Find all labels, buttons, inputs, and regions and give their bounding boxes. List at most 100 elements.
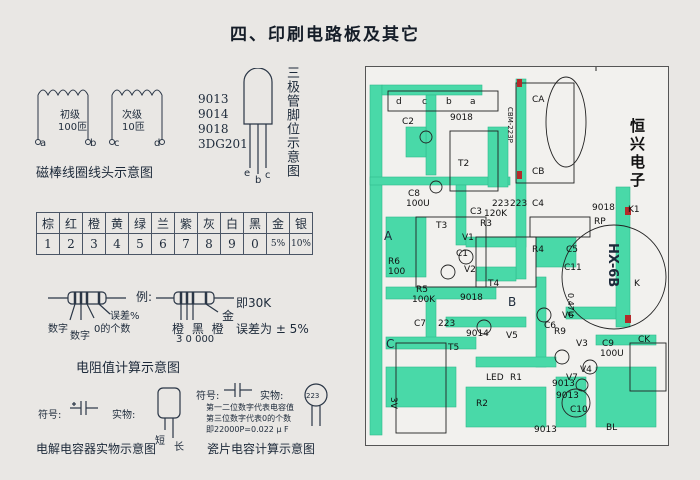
pcb-label-v7: V7 xyxy=(566,373,578,383)
pcb-label-r1: R1 xyxy=(510,373,522,383)
pcb-label-bl: BL xyxy=(606,423,618,433)
color-cell: 白 xyxy=(220,212,244,234)
ceramic-note-2: 第三位数字代表0的个数 xyxy=(206,414,292,423)
example-label: 例: xyxy=(136,290,153,304)
value-cell: 5 xyxy=(128,233,152,255)
color-cell: 银 xyxy=(289,212,313,234)
pcb-label-c-big: C xyxy=(386,337,395,351)
transistor-icon xyxy=(243,68,273,174)
transistor-caption: 三极管脚位示意图 xyxy=(284,66,299,178)
pcb-label-a-big: A xyxy=(384,229,393,243)
color-cell: 棕 xyxy=(36,212,60,234)
ceramic-capacitor-icon xyxy=(304,383,328,426)
short-lead-label: 短 xyxy=(155,436,165,447)
example-digits: 3 0 000 xyxy=(176,334,215,345)
long-lead-label: 长 xyxy=(174,442,184,453)
pcb-label-223: 223 xyxy=(492,199,510,209)
pcb-label-9018a: 9018 xyxy=(450,113,473,123)
pcb-label-c2: C2 xyxy=(402,117,415,127)
transistor-models: 9013 9014 9018 3DG201 xyxy=(198,92,248,152)
pcb-label-9013c: 9013 xyxy=(534,425,557,435)
pin-c: c xyxy=(265,170,271,181)
pcb-label-led: LED xyxy=(486,373,504,383)
pcb-layout: 恒兴电子 HX-6B d c b a CA CB C8 100U T2 CBM-… xyxy=(365,66,669,446)
pcb-label-c4-value: 223 xyxy=(510,199,528,209)
result-value: 即30K xyxy=(236,296,272,310)
color-code-table: 棕 红 橙 黄 绿 兰 紫 灰 白 黑 金 银 1 2 3 4 5 6 7 8 … xyxy=(36,212,313,255)
pcb-label-9014: 9014 xyxy=(466,329,489,339)
pcb-label-t3: T3 xyxy=(436,221,448,231)
color-cell: 红 xyxy=(59,212,83,234)
secondary-label: 次级 xyxy=(122,110,142,121)
ceramic-real-label: 实物: xyxy=(260,391,284,402)
pcb-label-b-big: B xyxy=(508,295,517,309)
pcb-label-c1: C1 xyxy=(456,249,469,259)
pcb-label-k: K xyxy=(634,279,640,289)
color-cell: 橙 xyxy=(82,212,106,234)
pcb-label-k1: K1 xyxy=(628,205,640,215)
pcb-label-c9: C9 xyxy=(602,339,615,349)
pcb-brand: 恒兴电子 xyxy=(630,117,646,189)
label-zeros: 0的个数 xyxy=(94,324,131,335)
pcb-label-cb: CB xyxy=(532,167,545,177)
resistor-icon xyxy=(48,291,126,321)
pcb-label-v3: V3 xyxy=(576,339,588,349)
primary-turns: 100匝 xyxy=(58,122,88,133)
terminal-d: d xyxy=(154,138,161,149)
color-cell: 金 xyxy=(266,212,290,234)
pcb-label-9013a: 9013 xyxy=(552,379,575,389)
pcb-label-r5: R5 xyxy=(416,285,428,295)
pcb-label-c8-value: 100U xyxy=(406,199,430,209)
color-row: 棕 红 橙 黄 绿 兰 紫 灰 白 黑 金 银 xyxy=(36,212,313,234)
pcb-label-d: d xyxy=(396,97,402,107)
coil-drawing xyxy=(35,89,165,145)
terminal-c: c xyxy=(114,138,120,149)
pcb-label-v5: V5 xyxy=(506,331,518,341)
color-cell: 紫 xyxy=(174,212,198,234)
value-cell: 5% xyxy=(266,233,290,255)
pcb-label-c9-value: 100U xyxy=(600,349,624,359)
page-title: 四、印刷电路板及其它 xyxy=(230,25,420,45)
model-9014: 9014 xyxy=(198,107,229,121)
electrolytic-symbol-label: 符号: xyxy=(38,410,62,421)
primary-label: 初级 xyxy=(60,110,80,121)
pcb-label-c5: C5 xyxy=(566,245,579,255)
pcb-label-cbm: CBM-223P xyxy=(506,107,514,143)
result-tolerance: 误差为 ± 5% xyxy=(236,322,309,336)
pcb-label-v1: V1 xyxy=(462,233,474,243)
pcb-label-c10: C10 xyxy=(570,405,588,415)
pcb-label-r3: R3 xyxy=(480,219,492,229)
pin-b: b xyxy=(255,175,262,186)
label-digit: 数字 xyxy=(48,324,68,335)
pcb-label-ck: CK xyxy=(638,335,651,345)
gold-label: 金 xyxy=(222,309,235,323)
ceramic-notes: 第一二位数字代表电容值 第三位数字代表0的个数 即22000P=0.022 μ … xyxy=(206,402,294,435)
color-cell: 黄 xyxy=(105,212,129,234)
example-colors: 橙 黑 橙 xyxy=(172,322,226,336)
pcb-traces xyxy=(369,67,667,436)
model-9013: 9013 xyxy=(198,92,229,106)
pcb-label-b: b xyxy=(446,97,452,107)
value-cell: 2 xyxy=(59,233,83,255)
pcb-model: HX-6B xyxy=(605,243,620,288)
pcb-label-t5: T5 xyxy=(448,343,460,353)
ceramic-symbol-label: 符号: xyxy=(196,391,220,402)
ceramic-caption: 瓷片电容计算示意图 xyxy=(207,442,316,456)
pcb-label-v4: V4 xyxy=(580,365,592,375)
value-cell: 9 xyxy=(220,233,244,255)
ceramic-note-1: 第一二位数字代表电容值 xyxy=(206,403,294,412)
model-3dg201: 3DG201 xyxy=(198,137,248,151)
coil-caption: 磁棒线圈线头示意图 xyxy=(36,166,154,181)
value-row: 1 2 3 4 5 6 7 8 9 0 5% 10% xyxy=(36,233,313,255)
electrolytic-capacitor-icon xyxy=(157,387,181,438)
pcb-label-rp: RP xyxy=(594,217,606,227)
resistor-caption: 电阻值计算示意图 xyxy=(76,361,181,376)
pcb-label-v6: V6 xyxy=(562,311,574,321)
pcb-label-r3-value: 120K xyxy=(484,209,508,219)
value-cell: 7 xyxy=(174,233,198,255)
pcb-label-9018c: 9018 xyxy=(592,203,615,213)
pcb-label-ca: CA xyxy=(532,95,545,105)
pcb-label-r4: R4 xyxy=(532,245,544,255)
value-cell: 0 xyxy=(243,233,267,255)
pcb-label-c3: C3 xyxy=(470,207,483,217)
